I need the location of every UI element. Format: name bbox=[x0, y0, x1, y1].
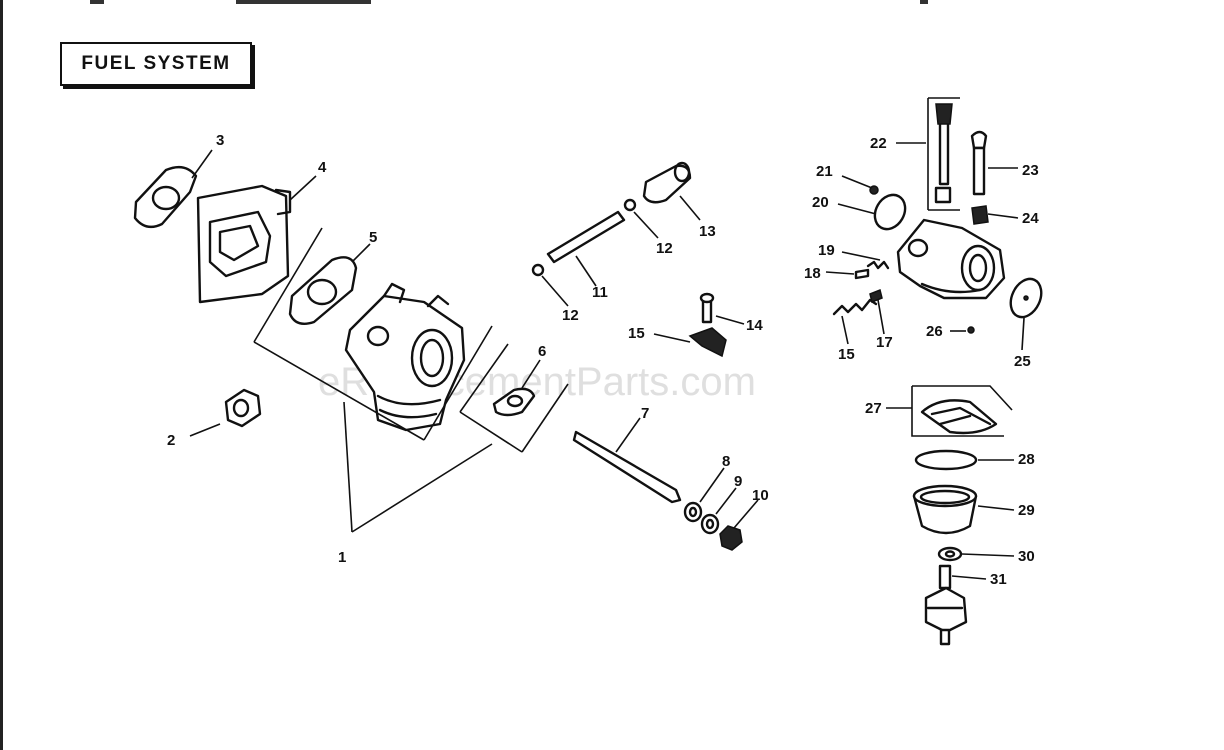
part-26-ball bbox=[967, 326, 975, 334]
callout-5: 5 bbox=[369, 229, 377, 246]
part-29-float-bowl bbox=[912, 484, 978, 535]
section-title-box: FUEL SYSTEM bbox=[60, 42, 252, 86]
part-28-o-ring bbox=[914, 449, 978, 471]
part-9-washer bbox=[700, 513, 720, 535]
callout-12-upper: 12 bbox=[656, 240, 673, 257]
callout-19: 19 bbox=[818, 242, 835, 259]
part-10-nut bbox=[719, 525, 743, 551]
callout-2: 2 bbox=[167, 432, 175, 449]
callout-9: 9 bbox=[734, 473, 742, 490]
part-14-screw bbox=[699, 292, 715, 324]
callout-29: 29 bbox=[1018, 502, 1035, 519]
part-3-gasket bbox=[133, 165, 198, 229]
callout-13: 13 bbox=[699, 223, 716, 240]
callout-27: 27 bbox=[865, 400, 882, 417]
part-15-clip bbox=[688, 327, 727, 358]
callout-14: 14 bbox=[746, 317, 763, 334]
callout-20: 20 bbox=[812, 194, 829, 211]
part-16-17-adjust-screws bbox=[832, 288, 883, 316]
callout-6: 6 bbox=[538, 343, 546, 360]
part-19-spring bbox=[866, 260, 890, 270]
top-cropped-marks bbox=[0, 0, 1224, 6]
part-2-bushing bbox=[224, 388, 262, 428]
callout-21: 21 bbox=[816, 163, 833, 180]
part-8-washer bbox=[683, 501, 703, 523]
callout-4: 4 bbox=[318, 159, 327, 176]
callout-30: 30 bbox=[1018, 548, 1035, 565]
part-22-needle-valve bbox=[927, 97, 960, 211]
callout-24: 24 bbox=[1022, 210, 1039, 227]
callout-numbers: 1 2 3 4 5 6 7 8 9 10 11 12 12 13 14 15 1… bbox=[167, 132, 1039, 588]
callout-28: 28 bbox=[1018, 451, 1035, 468]
part-25-plug bbox=[1009, 277, 1043, 319]
part-6-gasket bbox=[459, 343, 569, 453]
part-7-throttle-shaft bbox=[572, 430, 682, 504]
part-31-bowl-bolt bbox=[924, 564, 968, 646]
part-20-diaphragm-disc bbox=[873, 193, 907, 231]
callout-8: 8 bbox=[722, 453, 730, 470]
callout-15-right: 15 bbox=[838, 346, 855, 363]
part-12-lower-washer bbox=[531, 263, 545, 277]
callout-1: 1 bbox=[338, 549, 346, 566]
callout-3: 3 bbox=[216, 132, 224, 149]
callout-22: 22 bbox=[870, 135, 887, 152]
callout-17: 17 bbox=[876, 334, 893, 351]
scan-edge bbox=[0, 0, 3, 750]
callout-25: 25 bbox=[1014, 353, 1031, 370]
part-5-gasket bbox=[288, 256, 358, 325]
part-18-screw bbox=[854, 268, 870, 280]
part-30-washer bbox=[937, 546, 963, 562]
callout-11: 11 bbox=[592, 284, 608, 301]
leader-lines bbox=[189, 142, 1025, 580]
callout-23: 23 bbox=[1022, 162, 1039, 179]
part-24-fitting bbox=[971, 205, 989, 225]
part-13-float-pin-cylinder bbox=[642, 161, 692, 204]
callout-10: 10 bbox=[752, 487, 769, 504]
part-27-float bbox=[911, 385, 1013, 437]
callout-12-lower: 12 bbox=[562, 307, 579, 324]
section-title: FUEL SYSTEM bbox=[81, 53, 231, 74]
callout-7: 7 bbox=[641, 405, 649, 422]
callout-26: 26 bbox=[926, 323, 943, 340]
part-carb-body-upper bbox=[896, 218, 1006, 300]
part-23-pin bbox=[970, 130, 988, 196]
part-4-spacer bbox=[196, 184, 292, 304]
callout-31: 31 bbox=[990, 571, 1007, 588]
part-12-upper-washer bbox=[623, 198, 637, 212]
part-11-shaft bbox=[546, 210, 626, 264]
callout-18: 18 bbox=[804, 265, 821, 282]
callout-15-middle: 15 bbox=[628, 325, 645, 342]
part-1-carburetor bbox=[344, 282, 466, 432]
